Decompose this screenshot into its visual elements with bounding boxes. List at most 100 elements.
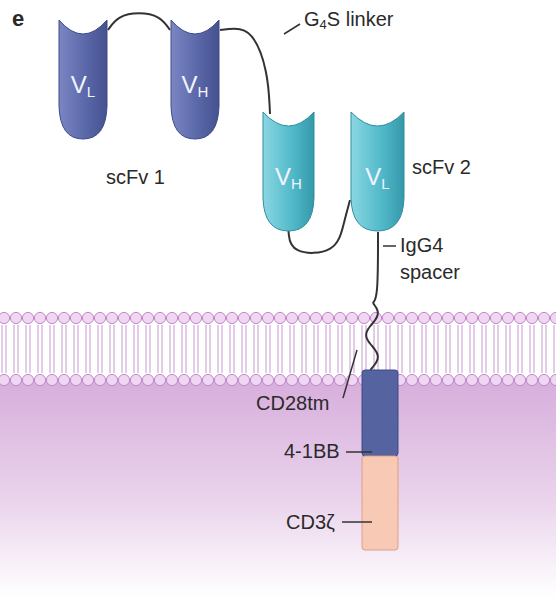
lipid-tail: [470, 325, 471, 350]
lipid-tail: [170, 325, 171, 350]
lipid-head: [58, 312, 69, 323]
lipid-tail: [422, 325, 423, 350]
lipid-head: [490, 312, 501, 323]
lipid-head: [310, 312, 321, 323]
lipid-head: [274, 312, 285, 323]
lipid-head: [94, 374, 105, 385]
lipid-tail: [258, 350, 259, 373]
lipid-tail: [6, 325, 7, 350]
lipid-head: [466, 312, 477, 323]
lipid-head: [346, 312, 357, 323]
lipid-tail: [438, 350, 439, 373]
leader-line: [346, 451, 372, 453]
lipid-tail: [270, 325, 271, 350]
lipid-head: [334, 312, 345, 323]
part-label: scFv 2: [412, 154, 471, 181]
lipid-tail: [482, 350, 483, 373]
lipid-head: [526, 374, 537, 385]
lipid-tail: [446, 350, 447, 373]
lipid-tail: [62, 350, 63, 373]
lipid-head: [58, 374, 69, 385]
lipid-head: [130, 374, 141, 385]
lipid-tail: [330, 325, 331, 350]
lipid-tail: [402, 350, 403, 373]
lipid-tail: [266, 350, 267, 373]
lipid-head: [358, 312, 369, 323]
lipid-tail: [50, 350, 51, 373]
lipid-tail: [246, 325, 247, 350]
lipid-tail: [218, 350, 219, 373]
lipid-head: [0, 312, 10, 323]
part-label: scFv 1: [106, 164, 165, 191]
lipid-head: [406, 374, 417, 385]
antibody-domain: VH: [170, 18, 220, 140]
lipid-tail: [474, 325, 475, 350]
lipid-tail: [158, 325, 159, 350]
lipid-tail: [110, 350, 111, 373]
lipid-tail: [282, 350, 283, 373]
lipid-head: [454, 374, 465, 385]
lipid-head: [46, 374, 57, 385]
lipid-tail: [18, 350, 19, 373]
lipid-head: [442, 312, 453, 323]
lipid-tail: [542, 325, 543, 350]
lipid-tail: [462, 325, 463, 350]
lipid-tail: [182, 350, 183, 373]
lipid-head: [274, 374, 285, 385]
lipid-tail: [498, 350, 499, 373]
lipid-tail: [458, 350, 459, 373]
lipid-head: [22, 374, 33, 385]
part-label: 4-1BB: [284, 438, 340, 465]
lipid-tail: [90, 350, 91, 373]
lipid-tail: [506, 325, 507, 350]
lipid-tail: [314, 350, 315, 373]
lipid-tail: [402, 325, 403, 350]
lipid-tail: [170, 350, 171, 373]
lipid-tail: [518, 325, 519, 350]
lipid-head: [142, 374, 153, 385]
lipid-tail: [410, 325, 411, 350]
leader-line: [342, 521, 372, 523]
lipid-tail: [546, 325, 547, 350]
lipid-tail: [246, 350, 247, 373]
lipid-tail: [450, 325, 451, 350]
lipid-tail: [278, 325, 279, 350]
lipid-tail: [18, 325, 19, 350]
lipid-head: [214, 374, 225, 385]
lipid-head: [478, 374, 489, 385]
lipid-tail: [66, 325, 67, 350]
lipid-tail: [390, 325, 391, 350]
lipid-tail: [498, 325, 499, 350]
lipid-tail: [50, 325, 51, 350]
lipid-tail: [278, 350, 279, 373]
lipid-tail: [210, 325, 211, 350]
lipid-head: [538, 312, 549, 323]
lipid-head: [502, 312, 513, 323]
lipid-head: [454, 312, 465, 323]
lipid-head: [22, 312, 33, 323]
lipid-head: [226, 374, 237, 385]
domain-label: VH: [275, 165, 302, 191]
lipid-tail: [122, 350, 123, 373]
lipid-tail: [494, 350, 495, 373]
lipid-tail: [42, 325, 43, 350]
lipid-head: [118, 312, 129, 323]
part-label: CD28tm: [256, 390, 329, 417]
lipid-tail: [522, 325, 523, 350]
lipid-tail: [198, 350, 199, 373]
lipid-tail: [530, 350, 531, 373]
lipid-tail: [110, 325, 111, 350]
lipid-tail: [2, 350, 3, 373]
lipid-tail: [138, 350, 139, 373]
lipid-tail: [78, 325, 79, 350]
lipid-head: [514, 312, 525, 323]
lipid-tail: [14, 325, 15, 350]
domain-outline: [59, 20, 107, 139]
lipid-tail: [426, 325, 427, 350]
lipid-tail: [326, 325, 327, 350]
lipid-tail: [398, 325, 399, 350]
lipid-head: [202, 312, 213, 323]
lipid-head: [502, 374, 513, 385]
lipid-tail: [114, 325, 115, 350]
lipid-tail: [342, 350, 343, 373]
